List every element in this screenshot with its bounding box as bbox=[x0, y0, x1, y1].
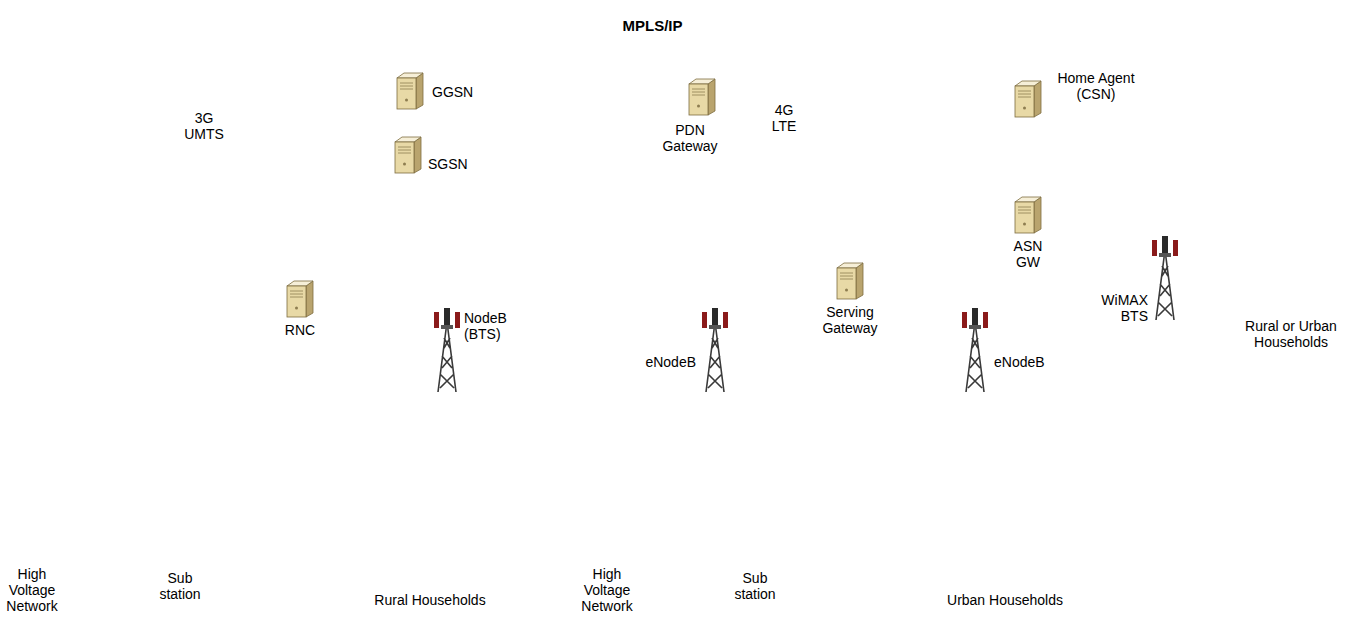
text-holder: Rural Households bbox=[340, 592, 520, 608]
text-holder: High Voltage Network bbox=[575, 566, 639, 614]
text-holder: High Voltage Network bbox=[0, 566, 64, 614]
ellipse-shape bbox=[512, 60, 1008, 418]
cell-tower bbox=[152, 308, 178, 392]
text-holder: 3G UMTS bbox=[178, 110, 230, 142]
gateway-server: GGSN bbox=[396, 72, 424, 110]
node-label: Serving Gateway bbox=[812, 304, 888, 336]
network-link bbox=[314, 301, 432, 318]
server-shape bbox=[396, 72, 424, 110]
network-link bbox=[408, 110, 410, 136]
text-holder: Sub station bbox=[727, 570, 783, 602]
text-holder: eNodeB bbox=[638, 354, 696, 370]
text-holder: SGSN bbox=[428, 156, 488, 172]
network-link bbox=[409, 62, 410, 72]
illustration-label: Rural or Urban Households bbox=[1240, 318, 1342, 350]
coverage-region: 3G UMTS SGSN RNC NodeB (BTS) bbox=[0, 68, 605, 413]
text-holder: MPLS/IP bbox=[215, 18, 1090, 34]
node-label: ASN GW bbox=[1006, 238, 1050, 270]
controller-server: RNC bbox=[286, 280, 314, 318]
illustration-label: Rural Households bbox=[340, 592, 520, 608]
coverage-region: 4G LTEPDN GatewayServing GatewayeNodeBeN… bbox=[512, 60, 1008, 418]
text-holder: PDN Gateway bbox=[650, 122, 730, 154]
text-holder: Urban Households bbox=[915, 592, 1095, 608]
home-agent-server: Home Agent (CSN) bbox=[1014, 80, 1042, 118]
network-link bbox=[314, 174, 394, 281]
base-station: WiMAX BTS bbox=[1150, 236, 1180, 320]
text-holder: eNodeB bbox=[994, 354, 1054, 370]
network-link bbox=[701, 62, 702, 78]
illustration-label: High Voltage Network bbox=[575, 566, 639, 614]
text-holder: NodeB (BTS) bbox=[464, 310, 520, 342]
gateway-server: PDN Gateway bbox=[688, 78, 716, 116]
text-holder: ASN GW bbox=[1006, 238, 1050, 270]
radio-waves bbox=[33, 67, 1345, 524]
text-holder: Sub station bbox=[152, 570, 208, 602]
node-label: SGSN bbox=[428, 156, 488, 172]
node-label: MPLS/IP bbox=[215, 18, 1090, 34]
text-holder: 4G LTE bbox=[762, 102, 806, 134]
node-label: RNC bbox=[270, 322, 330, 338]
network-link bbox=[716, 114, 836, 263]
backhaul-link bbox=[178, 302, 286, 320]
text-holder: Rural or Urban Households bbox=[1240, 318, 1342, 350]
text-holder: RNC bbox=[270, 322, 330, 338]
base-station: eNodeB bbox=[960, 308, 990, 392]
illustration-label: Sub station bbox=[152, 570, 208, 602]
gateway-server: Serving Gateway bbox=[836, 262, 864, 300]
gateway-server: ASN GW bbox=[1014, 196, 1042, 234]
text-holder: WiMAX BTS bbox=[1092, 292, 1148, 324]
base-station: eNodeB bbox=[700, 308, 730, 392]
network-link bbox=[730, 285, 836, 316]
gateway-server: SGSN bbox=[394, 136, 422, 174]
node-label: eNodeB bbox=[994, 354, 1054, 370]
text-holder: Home Agent (CSN) bbox=[1048, 70, 1144, 102]
node-label: GGSN bbox=[432, 84, 492, 100]
node-label: 4G LTE bbox=[762, 102, 806, 134]
node-label: NodeB (BTS) bbox=[464, 310, 520, 342]
network-link bbox=[983, 62, 1014, 87]
illustration-label: High Voltage Network bbox=[0, 566, 64, 614]
tower-shape bbox=[960, 308, 990, 392]
server-shape bbox=[394, 136, 422, 174]
ellipse-shape bbox=[0, 68, 605, 413]
house-icons bbox=[337, 92, 1316, 580]
node-label: PDN Gateway bbox=[650, 122, 730, 154]
server-shape bbox=[1014, 196, 1042, 234]
network-cloud: MPLS/IP bbox=[215, 0, 1090, 62]
network-link bbox=[1027, 118, 1028, 196]
server-shape bbox=[688, 78, 716, 116]
node-label: eNodeB bbox=[638, 354, 696, 370]
node-label: 3G UMTS bbox=[178, 110, 230, 142]
tower-shape bbox=[432, 308, 462, 392]
base-station: NodeB (BTS) bbox=[432, 308, 462, 392]
text-holder: Serving Gateway bbox=[812, 304, 888, 336]
node-label: Home Agent (CSN) bbox=[1048, 70, 1144, 102]
node-label: WiMAX BTS bbox=[1092, 292, 1148, 324]
illustration-label: Urban Households bbox=[915, 592, 1095, 608]
network-link bbox=[864, 285, 960, 315]
text-holder: GGSN bbox=[432, 84, 492, 100]
tower-shape bbox=[700, 308, 730, 392]
server-shape bbox=[286, 280, 314, 318]
server-shape bbox=[1014, 80, 1042, 118]
tower-shape bbox=[1150, 236, 1180, 320]
server-shape bbox=[836, 262, 864, 300]
illustration-label: Sub station bbox=[727, 570, 783, 602]
